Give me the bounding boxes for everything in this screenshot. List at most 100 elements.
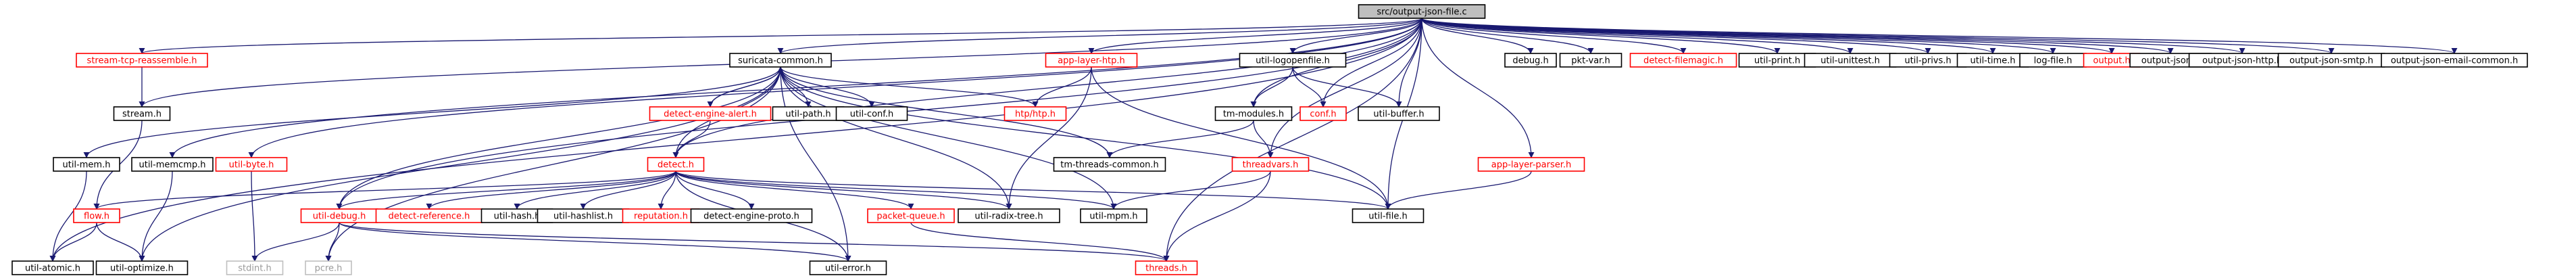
edge-detect-engine-alert-to-detect <box>672 120 711 158</box>
node-util-memcmp[interactable]: util-memcmp.h <box>131 157 214 172</box>
node-util-optimize[interactable]: util-optimize.h <box>95 260 189 275</box>
node-label: util-memcmp.h <box>139 160 205 170</box>
node-box <box>690 208 813 223</box>
node-box <box>226 260 284 275</box>
node-conf[interactable]: conf.h <box>1299 106 1347 121</box>
node-label: packet-queue.h <box>876 212 945 222</box>
node-app-layer-htp[interactable]: app-layer-htp.h <box>1045 53 1138 68</box>
node-label: util-print.h <box>1754 56 1800 66</box>
node-root[interactable]: src/output-json-file.c <box>1358 4 1486 19</box>
node-util-atomic[interactable]: util-atomic.h <box>11 260 94 275</box>
edge-util-byte-to-stdint <box>251 170 258 262</box>
node-util-conf[interactable]: util-conf.h <box>835 106 908 121</box>
node-label: output-json-http.h <box>2202 56 2282 66</box>
edge-util-logopenfile-to-conf <box>1292 66 1327 108</box>
edge-suricata-common-to-pcre <box>325 66 781 262</box>
node-util-path[interactable]: util-path.h <box>772 106 845 121</box>
node-label: util-hash.h <box>494 212 541 222</box>
node-label: util-optimize.h <box>110 264 174 274</box>
node-label: detect-engine-proto.h <box>703 212 799 222</box>
node-util-privs[interactable]: util-privs.h <box>1889 53 1967 68</box>
edge-root-to-output <box>1421 18 2115 54</box>
node-output-json-email-common[interactable]: output-json-email-common.h <box>2381 53 2528 68</box>
node-threadvars[interactable]: threadvars.h <box>1231 157 1310 172</box>
edge-app-layer-htp-to-util-file <box>1091 66 1391 210</box>
node-util-time[interactable]: util-time.h <box>1956 53 2029 68</box>
node-box <box>1135 260 1198 275</box>
node-box <box>809 260 887 275</box>
edge-root-to-debug <box>1421 18 1534 54</box>
edge-detect-to-util-radix-tree <box>675 170 1012 210</box>
edge-root-to-threadvars <box>1267 18 1422 158</box>
node-detect-engine-proto[interactable]: detect-engine-proto.h <box>690 208 813 223</box>
edge-tm-modules-to-threadvars <box>1253 120 1274 158</box>
node-util-radix-tree[interactable]: util-radix-tree.h <box>958 208 1060 223</box>
node-util-debug[interactable]: util-debug.h <box>300 208 378 223</box>
edge-root-to-util-unittest <box>1421 18 1854 54</box>
node-box <box>1080 208 1147 223</box>
node-label: conf.h <box>1310 110 1336 120</box>
node-output-json-smtp[interactable]: output-json-smtp.h <box>2277 53 2385 68</box>
node-log-file[interactable]: log-file.h <box>2019 53 2087 68</box>
node-util-buffer[interactable]: util-buffer.h <box>1358 106 1440 121</box>
node-label: src/output-json-file.c <box>1377 7 1466 18</box>
node-box <box>1214 106 1293 121</box>
node-tm-threads-common[interactable]: tm-threads-common.h <box>1053 157 1166 172</box>
node-label: util-atomic.h <box>25 264 80 274</box>
edge-root-to-pkt-var <box>1421 18 1594 54</box>
edge-suricata-common-to-util-path <box>780 66 812 108</box>
node-flow[interactable]: flow.h <box>73 208 120 223</box>
node-stream-tcp-reassemble[interactable]: stream-tcp-reassemble.h <box>76 53 208 68</box>
node-box <box>53 157 120 172</box>
node-util-unittest[interactable]: util-unittest.h <box>1804 53 1897 68</box>
node-reputation[interactable]: reputation.h <box>622 208 700 223</box>
node-util-print[interactable]: util-print.h <box>1738 53 1816 68</box>
node-box <box>95 260 189 275</box>
node-output[interactable]: output.h <box>2083 53 2141 68</box>
edge-suricata-common-to-tm-threads-common <box>780 66 1113 158</box>
node-debug[interactable]: debug.h <box>1504 53 1557 68</box>
node-detect-filemagic[interactable]: detect-filemagic.h <box>1629 53 1737 68</box>
node-box <box>11 260 94 275</box>
node-box <box>1045 53 1138 68</box>
edge-util-mem-to-util-atomic <box>49 170 87 262</box>
node-suricata-common[interactable]: suricata-common.h <box>729 53 832 68</box>
node-packet-queue[interactable]: packet-queue.h <box>867 208 955 223</box>
node-util-hash[interactable]: util-hash.h <box>480 208 553 223</box>
edge-root-to-output-json-smtp <box>1421 18 2335 54</box>
edge-detect-to-reputation <box>658 170 676 210</box>
node-label: util-unittest.h <box>1820 56 1880 66</box>
edge-root-to-threads <box>1163 18 1422 262</box>
node-util-error[interactable]: util-error.h <box>809 260 887 275</box>
node-detect-reference[interactable]: detect-reference.h <box>375 208 483 223</box>
node-detect[interactable]: detect.h <box>647 157 705 172</box>
node-util-byte[interactable]: util-byte.h <box>215 157 288 172</box>
edge-detect-to-util-debug <box>336 170 676 210</box>
node-label: util-conf.h <box>850 110 894 120</box>
node-label: threadvars.h <box>1243 160 1299 170</box>
node-util-hashlist[interactable]: util-hashlist.h <box>537 208 630 223</box>
node-pkt-var[interactable]: pkt-var.h <box>1559 53 1623 68</box>
node-label: detect.h <box>658 160 694 170</box>
node-util-file[interactable]: util-file.h <box>1352 208 1425 223</box>
node-app-layer-parser[interactable]: app-layer-parser.h <box>1477 157 1585 172</box>
node-util-mem[interactable]: util-mem.h <box>53 157 120 172</box>
node-box <box>1239 53 1347 68</box>
node-threads[interactable]: threads.h <box>1135 260 1198 275</box>
node-util-logopenfile[interactable]: util-logopenfile.h <box>1239 53 1347 68</box>
node-box <box>73 208 120 223</box>
node-label: util-buffer.h <box>1373 110 1424 120</box>
node-label: util-radix-tree.h <box>974 212 1043 222</box>
node-label: stdint.h <box>238 264 271 274</box>
node-util-mpm[interactable]: util-mpm.h <box>1080 208 1147 223</box>
node-htp[interactable]: htp/htp.h <box>1004 106 1067 121</box>
node-tm-modules[interactable]: tm-modules.h <box>1214 106 1293 121</box>
edge-util-memcmp-to-util-optimize <box>139 170 173 262</box>
node-detect-engine-alert[interactable]: detect-engine-alert.h <box>649 106 772 121</box>
node-label: util-time.h <box>1971 56 2016 66</box>
edge-detect-to-flow <box>93 170 676 210</box>
node-label: detect-engine-alert.h <box>664 110 757 120</box>
node-stream[interactable]: stream.h <box>113 106 171 121</box>
edge-suricata-common-to-util-radix-tree <box>780 66 1012 210</box>
